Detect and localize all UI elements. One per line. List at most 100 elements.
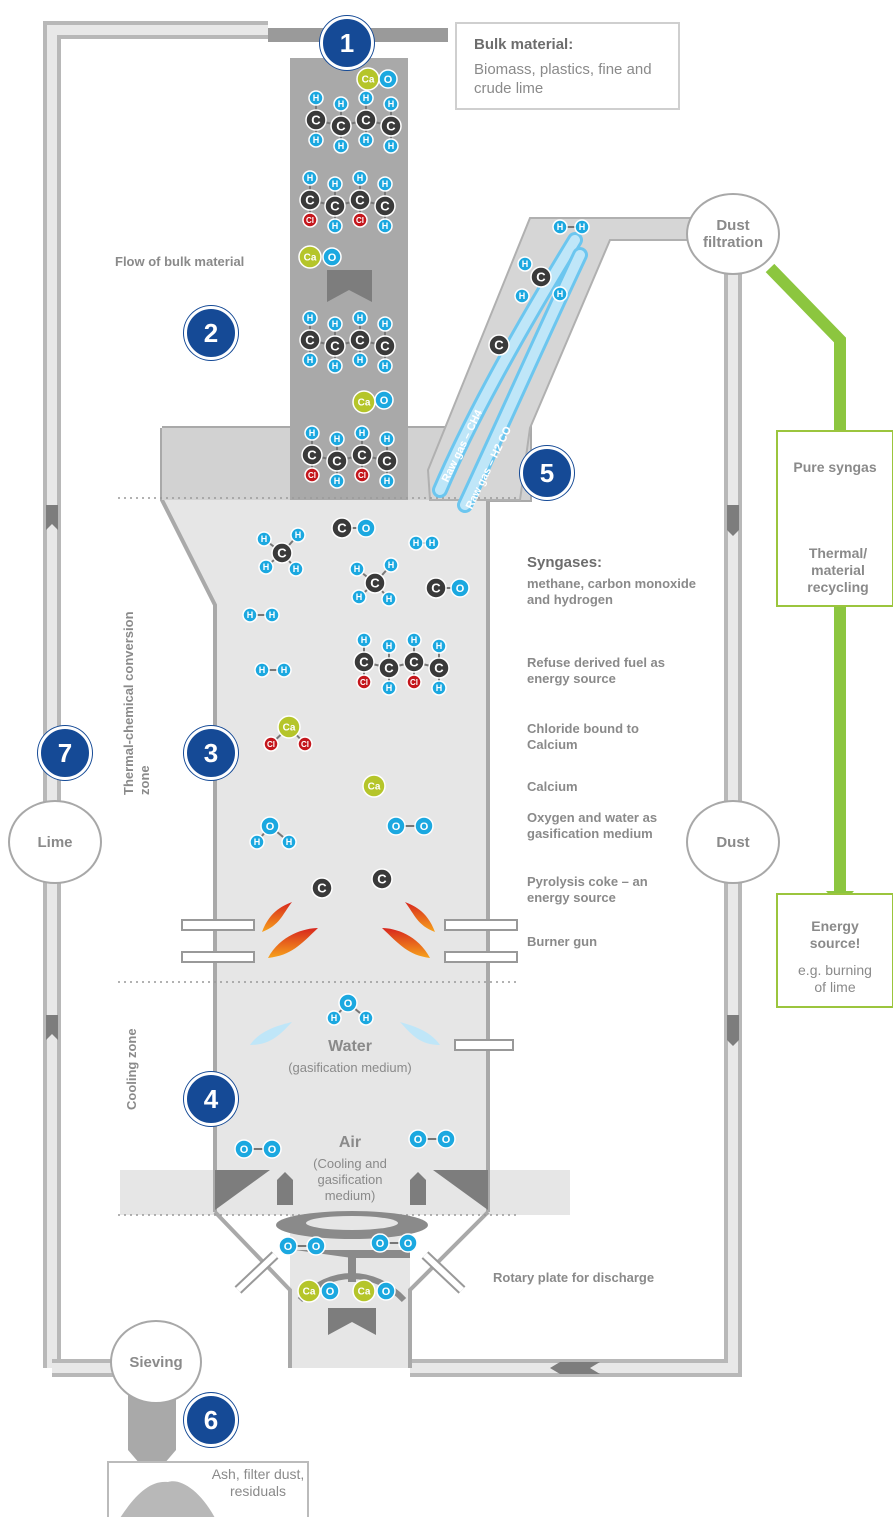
h-atom-label: H bbox=[557, 222, 564, 232]
h-atom bbox=[514, 288, 530, 304]
h-atom-label: H bbox=[363, 135, 370, 145]
c-atom-label: C bbox=[330, 339, 340, 354]
c-atom bbox=[301, 444, 323, 466]
o-atom bbox=[378, 69, 398, 89]
h-atom-label: H bbox=[382, 221, 389, 231]
h-atom-label: H bbox=[356, 592, 363, 602]
h-atom bbox=[377, 316, 393, 332]
c-atom-label: C bbox=[380, 339, 390, 354]
h-atom bbox=[377, 176, 393, 192]
c-atom bbox=[326, 450, 348, 472]
o-atom-label: O bbox=[420, 821, 429, 833]
o-atom bbox=[322, 247, 342, 267]
c-atom bbox=[324, 335, 346, 357]
h-atom bbox=[381, 591, 397, 607]
c-atom bbox=[305, 109, 327, 131]
cl-atom-label: Cl bbox=[301, 740, 309, 749]
o-atom bbox=[262, 1139, 282, 1159]
h-atom-label: H bbox=[384, 476, 391, 486]
h-atom-label: H bbox=[313, 93, 320, 103]
h-atom bbox=[254, 662, 270, 678]
h-atom-label: H bbox=[382, 319, 389, 329]
c-atom bbox=[349, 189, 371, 211]
c-atom-label: C bbox=[431, 581, 441, 596]
o-atom bbox=[414, 816, 434, 836]
ca-atom bbox=[352, 1279, 376, 1303]
o-atom bbox=[278, 1236, 298, 1256]
h-atom bbox=[406, 632, 422, 648]
ash-label: Ash, filter dust, residuals bbox=[211, 1466, 305, 1499]
h-atom-label: H bbox=[295, 530, 302, 540]
lime-node: Lime bbox=[8, 800, 102, 884]
h-atom-label: H bbox=[357, 173, 364, 183]
h-atom-label: H bbox=[307, 173, 314, 183]
h-atom-label: H bbox=[313, 135, 320, 145]
h-atom-label: H bbox=[293, 564, 300, 574]
c-atom bbox=[364, 572, 386, 594]
h-atom bbox=[377, 218, 393, 234]
h-atom bbox=[302, 170, 318, 186]
h-atom bbox=[327, 358, 343, 374]
h-atom-label: H bbox=[332, 361, 339, 371]
c-atom-label: C bbox=[359, 655, 369, 670]
h-atom-label: H bbox=[388, 99, 395, 109]
burner-label: Burner gun bbox=[527, 934, 598, 949]
o-atom bbox=[260, 816, 280, 836]
h-atom-label: H bbox=[263, 562, 270, 572]
cl-atom bbox=[304, 467, 320, 483]
c-atom bbox=[403, 651, 425, 673]
h-atom bbox=[379, 473, 395, 489]
h-atom-label: H bbox=[307, 313, 314, 323]
o-atom bbox=[450, 578, 470, 598]
o-atom-label: O bbox=[312, 1241, 321, 1253]
h-atom-label: H bbox=[261, 534, 268, 544]
h-atom-label: H bbox=[411, 635, 418, 645]
h-atom-label: H bbox=[557, 289, 564, 299]
h-atom-label: H bbox=[281, 665, 288, 675]
h-atom-label: H bbox=[247, 610, 254, 620]
c-atom-label: C bbox=[361, 113, 371, 128]
h-atom-label: H bbox=[338, 141, 345, 151]
energy-title: Energy source! bbox=[809, 918, 861, 951]
o-atom bbox=[338, 993, 358, 1013]
o-atom bbox=[398, 1233, 418, 1253]
c-atom bbox=[324, 195, 346, 217]
thermal-zone-label: Thermal-chemical conversion zone bbox=[121, 611, 152, 795]
h-atom-label: H bbox=[429, 538, 436, 548]
o-atom bbox=[306, 1236, 326, 1256]
h-atom-label: H bbox=[382, 361, 389, 371]
h-atom bbox=[574, 219, 590, 235]
h-atom bbox=[329, 431, 345, 447]
c-atom-label: C bbox=[330, 199, 340, 214]
h-atom bbox=[302, 310, 318, 326]
h-atom bbox=[354, 425, 370, 441]
c-atom-label: C bbox=[337, 521, 347, 536]
c-atom-label: C bbox=[307, 448, 317, 463]
o-atom-label: O bbox=[376, 1238, 385, 1250]
badge-3: 3 bbox=[184, 726, 238, 780]
h-atom-label: H bbox=[307, 355, 314, 365]
cl-atom bbox=[302, 212, 318, 228]
ca-atom bbox=[297, 1279, 321, 1303]
h-atom bbox=[358, 132, 374, 148]
c-atom-label: C bbox=[380, 199, 390, 214]
h-atom-label: H bbox=[332, 319, 339, 329]
cl-atom bbox=[356, 674, 372, 690]
h-atom-label: H bbox=[413, 538, 420, 548]
h-atom bbox=[431, 680, 447, 696]
o-atom bbox=[370, 1233, 390, 1253]
o-atom-label: O bbox=[266, 821, 275, 833]
h-atom bbox=[351, 589, 367, 605]
h-atom bbox=[333, 138, 349, 154]
o-atom-label: O bbox=[442, 1134, 451, 1146]
c-atom bbox=[353, 651, 375, 673]
c-atom bbox=[374, 335, 396, 357]
cl-atom-label: Cl bbox=[358, 471, 366, 480]
o-atom-label: O bbox=[344, 998, 353, 1010]
c-atom-label: C bbox=[305, 333, 315, 348]
c-atom-label: C bbox=[409, 655, 419, 670]
cl-atom-label: Cl bbox=[308, 471, 316, 480]
o-atom-label: O bbox=[380, 395, 389, 407]
c-atom bbox=[349, 329, 371, 351]
